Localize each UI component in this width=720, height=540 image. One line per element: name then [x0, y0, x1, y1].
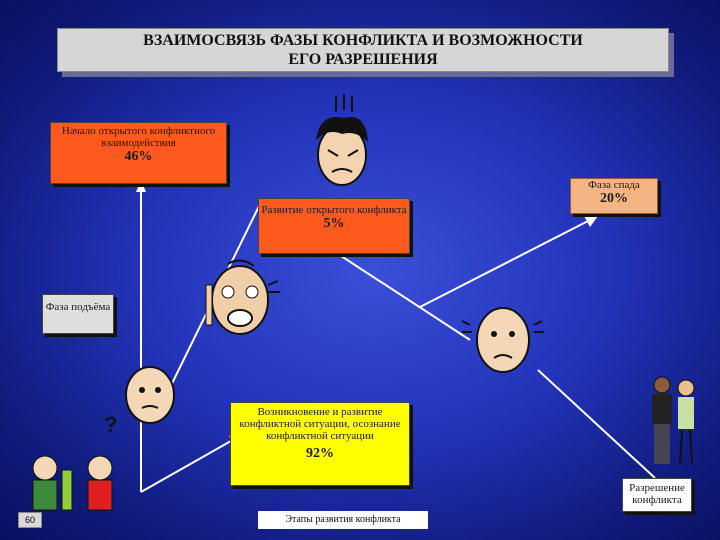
- development-pct: 5%: [323, 216, 345, 231]
- resolution-box: Разрешение конфликта: [622, 478, 692, 512]
- rise-box: Фаза подъёма: [42, 294, 114, 334]
- thinking-face-icon: ?: [104, 366, 175, 437]
- title-line-1: ВЗАИМОСВЯЗЬ ФАЗЫ КОНФЛИКТА И ВОЗМОЖНОСТИ: [143, 32, 583, 49]
- vertical-axis-arrowhead: [136, 180, 146, 192]
- decline-line-2: [537, 369, 656, 479]
- slide-title: ВЗАИМОСВЯЗЬ ФАЗЫ КОНФЛИКТА И ВОЗМОЖНОСТИ…: [57, 28, 669, 72]
- to-decline-arrowhead: [584, 216, 598, 227]
- development-label: Развитие открытого конфликта: [261, 204, 407, 216]
- emergence-pct: 92%: [306, 446, 334, 461]
- worried-face-icon: [461, 307, 544, 373]
- open-start-pct: 46%: [124, 149, 153, 164]
- resolution-label: Разрешение конфликта: [629, 482, 685, 506]
- decline-label: Фаза спада: [588, 179, 640, 191]
- emergence-box: Возникновение и развитие конфликтной сит…: [230, 402, 410, 486]
- svg-text:?: ?: [104, 412, 117, 437]
- emergence-label: Возникновение и развитие конфликтной сит…: [239, 406, 401, 442]
- rise-label: Фаза подъёма: [45, 301, 111, 313]
- title-line-2: ЕГО РАЗРЕШЕНИЯ: [288, 51, 438, 68]
- decline-box: Фаза спада 20%: [570, 178, 658, 214]
- open-start-box: Начало открытого конфликтного взаимодейс…: [50, 122, 227, 184]
- screaming-face-icon: [205, 259, 280, 335]
- to-decline-line: [419, 219, 591, 308]
- angry-face-icon: [316, 94, 368, 186]
- open-start-label: Начало открытого конфликтного взаимодейс…: [61, 125, 216, 149]
- decline-pct: 20%: [600, 191, 628, 206]
- development-box: Развитие открытого конфликта 5%: [258, 198, 410, 254]
- slide-number: 60: [18, 512, 42, 528]
- footer-caption: Этапы развития конфликта: [258, 511, 428, 529]
- couple-icon: [652, 376, 695, 465]
- horizontal-axis-arrow: [140, 436, 239, 493]
- decline-line: [334, 251, 471, 341]
- children-icon: [32, 455, 113, 511]
